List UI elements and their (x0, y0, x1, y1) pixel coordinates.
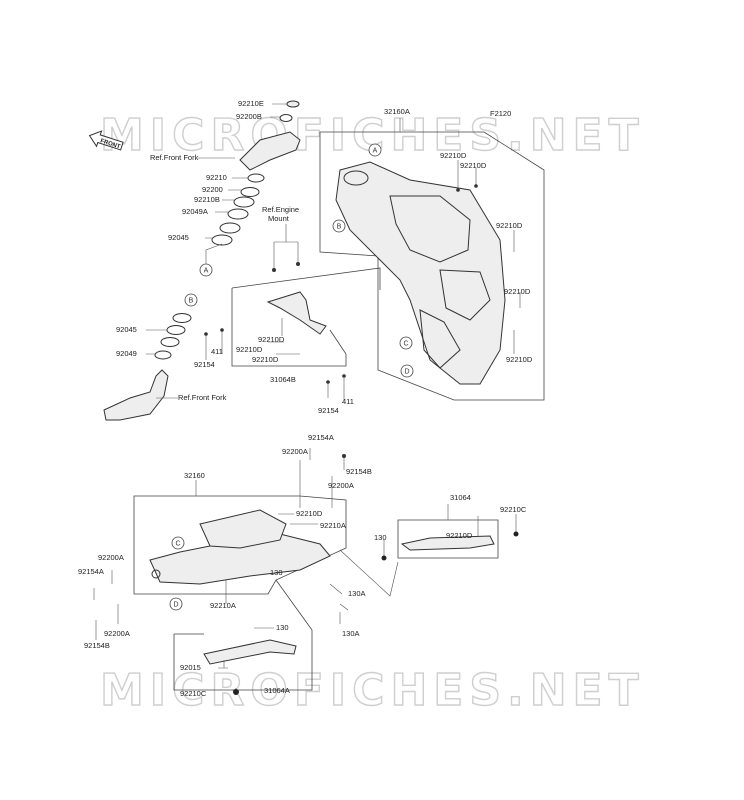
label-92210: 92210 (206, 173, 227, 182)
label-130-r: 130 (374, 533, 387, 542)
label-92200A-top: 92200A (282, 447, 308, 456)
label-411-a: 411 (211, 347, 223, 356)
label-92154A-top: 92154A (308, 433, 334, 442)
main-frame-32160A (335, 161, 506, 385)
ref-front-fork-bottom: Ref.Front Fork (178, 393, 227, 402)
label-92210D-3: 92210D (496, 221, 523, 230)
label-92200A-bl: 92200A (104, 629, 130, 638)
ref-engine-mount-2: Mount (268, 214, 290, 223)
label-92015: 92015 (180, 663, 201, 672)
label-92210D-sub: 92210D (296, 509, 323, 518)
label-130-low: 130 (276, 623, 289, 632)
label-92210C-r: 92210C (500, 505, 527, 514)
marker-a-frame-text: A (373, 148, 378, 155)
marker-c-sub (171, 536, 185, 550)
label-411-b: 411 (342, 397, 354, 406)
label-92210A-1: 92210A (320, 521, 346, 530)
label-92210D-c: 92210D (252, 355, 279, 364)
marker-d-sub-text: D (173, 602, 178, 609)
marker-c-frame-text: C (403, 341, 408, 348)
marker-a-frame (368, 143, 382, 157)
label-92210D-5: 92210D (506, 355, 533, 364)
rod-31064A (203, 639, 297, 665)
label-92154-a: 92154 (194, 360, 215, 369)
label-92210D-a: 92210D (258, 335, 285, 344)
label-92200: 92200 (202, 185, 223, 194)
label-92210C-low: 92210C (180, 689, 207, 698)
marker-b-left (184, 293, 198, 307)
label-92210D-r: 92210D (446, 531, 473, 540)
label-32160: 32160 (184, 471, 205, 480)
label-92200A-left: 92200A (98, 553, 124, 562)
label-92210E: 92210E (238, 99, 264, 108)
label-92049A: 92049A (182, 207, 208, 216)
marker-d-sub (169, 597, 183, 611)
watermark-bottom: MICROFICHES.NET (100, 665, 645, 716)
label-92210A-2: 92210A (210, 601, 236, 610)
ref-front-fork-top: Ref.Front Fork (150, 153, 199, 162)
marker-d-frame (400, 364, 414, 378)
label-92154B-bl: 92154B (84, 641, 110, 650)
rod-31064 (400, 535, 495, 551)
label-92049: 92049 (116, 349, 137, 358)
label-92200B: 92200B (236, 112, 262, 121)
subframe-32160 (149, 509, 331, 585)
label-31064A: 31064A (264, 686, 290, 695)
marker-c-frame (399, 336, 413, 350)
lower-steering-stem (103, 369, 169, 421)
steering-stem-upper (211, 100, 301, 246)
marker-a-left-text: A (204, 268, 209, 275)
ref-engine-mount-1: Ref.Engine (262, 205, 299, 214)
label-92210D-4: 92210D (504, 287, 531, 296)
label-130-mid: 130 (270, 568, 283, 577)
label-92210D-b: 92210D (236, 345, 263, 354)
label-130A-2: 130A (342, 629, 360, 638)
marker-c-sub-text: C (175, 541, 180, 548)
bracket-31064B (266, 291, 327, 335)
label-92210D-1: 92210D (440, 151, 467, 160)
marker-b-frame (332, 219, 346, 233)
label-92154-b: 92154 (318, 406, 339, 415)
marker-b-frame-text: B (337, 224, 342, 231)
figure-code: F2120 (490, 109, 511, 118)
label-32160A: 32160A (384, 107, 410, 116)
label-92200A-mid: 92200A (328, 481, 354, 490)
marker-b-left-text: B (189, 298, 194, 305)
label-31064: 31064 (450, 493, 471, 502)
label-92154B-top: 92154B (346, 467, 372, 476)
label-31064B: 31064B (270, 375, 296, 384)
watermark-top: MICROFICHES.NET (100, 110, 645, 161)
label-92210D-2: 92210D (460, 161, 487, 170)
marker-d-frame-text: D (404, 369, 409, 376)
label-92045-lower: 92045 (116, 325, 137, 334)
label-92210B: 92210B (194, 195, 220, 204)
label-92045: 92045 (168, 233, 189, 242)
label-92154A-left: 92154A (78, 567, 104, 576)
label-130A-1: 130A (348, 589, 366, 598)
